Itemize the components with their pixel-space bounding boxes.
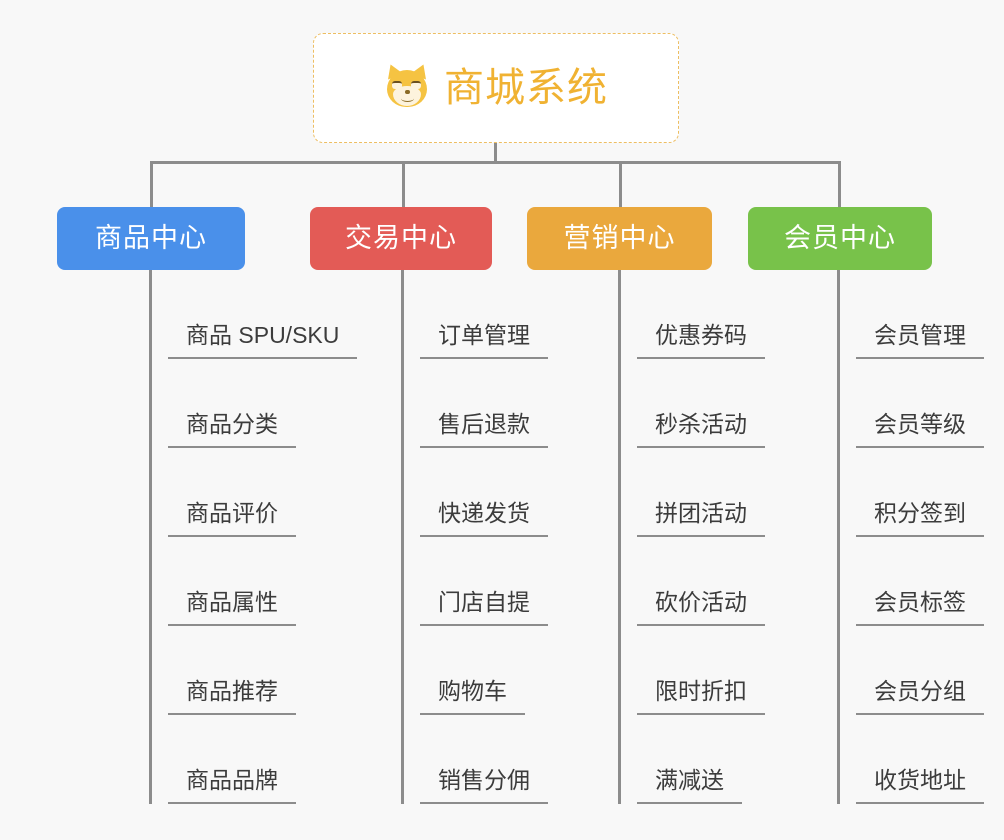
branch-header-label: 交易中心 xyxy=(345,223,457,253)
branch-header-1[interactable]: 商品中心 xyxy=(57,207,245,270)
leaf-item[interactable]: 收货地址 xyxy=(856,715,984,804)
leaf-item-label: 商品属性 xyxy=(168,591,296,626)
leaf-item-label: 会员等级 xyxy=(856,413,984,448)
leaf-list-1: 商品 SPU/SKU 商品分类商品评价商品属性商品推荐商品品牌 xyxy=(149,270,358,804)
leaf-item-label: 砍价活动 xyxy=(637,591,765,626)
leaf-item[interactable]: 商品品牌 xyxy=(168,715,357,804)
branch-header-label: 商品中心 xyxy=(95,223,207,253)
connector-horizontal-bus xyxy=(150,161,840,164)
branch-header-4[interactable]: 会员中心 xyxy=(748,207,932,270)
leaf-item[interactable]: 商品推荐 xyxy=(168,626,357,715)
branch-column-4: 会员中心会员管理会员等级积分签到会员标签会员分组收货地址 xyxy=(748,207,984,804)
leaf-item[interactable]: 销售分佣 xyxy=(420,715,548,804)
leaf-item[interactable]: 商品分类 xyxy=(168,359,357,448)
leaf-item-label: 快递发货 xyxy=(420,502,548,537)
leaf-item[interactable]: 积分签到 xyxy=(856,448,984,537)
leaf-list-4: 会员管理会员等级积分签到会员标签会员分组收货地址 xyxy=(837,270,984,804)
leaf-item[interactable]: 满减送 xyxy=(637,715,765,804)
leaf-list-2: 订单管理售后退款快递发货门店自提购物车销售分佣 xyxy=(401,270,548,804)
leaf-item[interactable]: 会员等级 xyxy=(856,359,984,448)
branch-header-3[interactable]: 营销中心 xyxy=(527,207,712,270)
leaf-item[interactable]: 会员分组 xyxy=(856,626,984,715)
root-title: 商城系统 xyxy=(444,66,608,110)
branch-header-label: 营销中心 xyxy=(563,223,676,253)
leaf-item-label: 满减送 xyxy=(637,769,742,804)
dog-face-icon xyxy=(383,61,431,111)
leaf-item[interactable]: 门店自提 xyxy=(420,537,548,626)
leaf-item-label: 商品推荐 xyxy=(168,680,296,715)
leaf-item[interactable]: 优惠券码 xyxy=(637,270,765,359)
leaf-item-label: 商品品牌 xyxy=(168,769,296,804)
connector-drop-3 xyxy=(619,161,622,207)
leaf-item[interactable]: 快递发货 xyxy=(420,448,548,537)
leaf-item-label: 优惠券码 xyxy=(637,324,765,359)
leaf-item-label: 拼团活动 xyxy=(637,502,765,537)
leaf-item[interactable]: 会员标签 xyxy=(856,537,984,626)
branch-header-label: 会员中心 xyxy=(784,223,896,253)
branch-column-2: 交易中心订单管理售后退款快递发货门店自提购物车销售分佣 xyxy=(310,207,548,804)
leaf-item-label: 门店自提 xyxy=(420,591,548,626)
leaf-item[interactable]: 会员管理 xyxy=(856,270,984,359)
connector-root-stem xyxy=(494,143,497,164)
leaf-item[interactable]: 拼团活动 xyxy=(637,448,765,537)
branch-column-1: 商品中心商品 SPU/SKU 商品分类商品评价商品属性商品推荐商品品牌 xyxy=(57,207,358,804)
leaf-item[interactable]: 砍价活动 xyxy=(637,537,765,626)
leaf-item[interactable]: 商品评价 xyxy=(168,448,357,537)
leaf-item[interactable]: 购物车 xyxy=(420,626,548,715)
connector-drop-4 xyxy=(838,161,841,207)
leaf-item-label: 销售分佣 xyxy=(420,769,548,804)
leaf-item-label: 购物车 xyxy=(420,680,525,715)
leaf-item[interactable]: 限时折扣 xyxy=(637,626,765,715)
leaf-item[interactable]: 秒杀活动 xyxy=(637,359,765,448)
leaf-item-label: 收货地址 xyxy=(856,769,984,804)
leaf-item[interactable]: 售后退款 xyxy=(420,359,548,448)
leaf-item-label: 限时折扣 xyxy=(637,680,765,715)
leaf-list-3: 优惠券码秒杀活动拼团活动砍价活动限时折扣满减送 xyxy=(618,270,765,804)
leaf-item[interactable]: 订单管理 xyxy=(420,270,548,359)
connector-drop-2 xyxy=(402,161,405,207)
branch-column-3: 营销中心优惠券码秒杀活动拼团活动砍价活动限时折扣满减送 xyxy=(527,207,765,804)
leaf-item-label: 商品分类 xyxy=(168,413,296,448)
leaf-item-label: 积分签到 xyxy=(856,502,984,537)
leaf-item-label: 会员分组 xyxy=(856,680,984,715)
root-node[interactable]: 商城系统 xyxy=(313,33,679,143)
leaf-item[interactable]: 商品属性 xyxy=(168,537,357,626)
branch-header-2[interactable]: 交易中心 xyxy=(310,207,492,270)
leaf-item-label: 会员管理 xyxy=(856,324,984,359)
connector-drop-1 xyxy=(150,161,153,207)
leaf-item-label: 秒杀活动 xyxy=(637,413,765,448)
leaf-item-label: 售后退款 xyxy=(420,413,548,448)
leaf-item-label: 商品 SPU/SKU xyxy=(168,324,358,359)
leaf-item-label: 会员标签 xyxy=(856,591,984,626)
leaf-item-label: 商品评价 xyxy=(168,502,296,537)
leaf-item[interactable]: 商品 SPU/SKU xyxy=(168,270,358,359)
leaf-item-label: 订单管理 xyxy=(420,324,548,359)
